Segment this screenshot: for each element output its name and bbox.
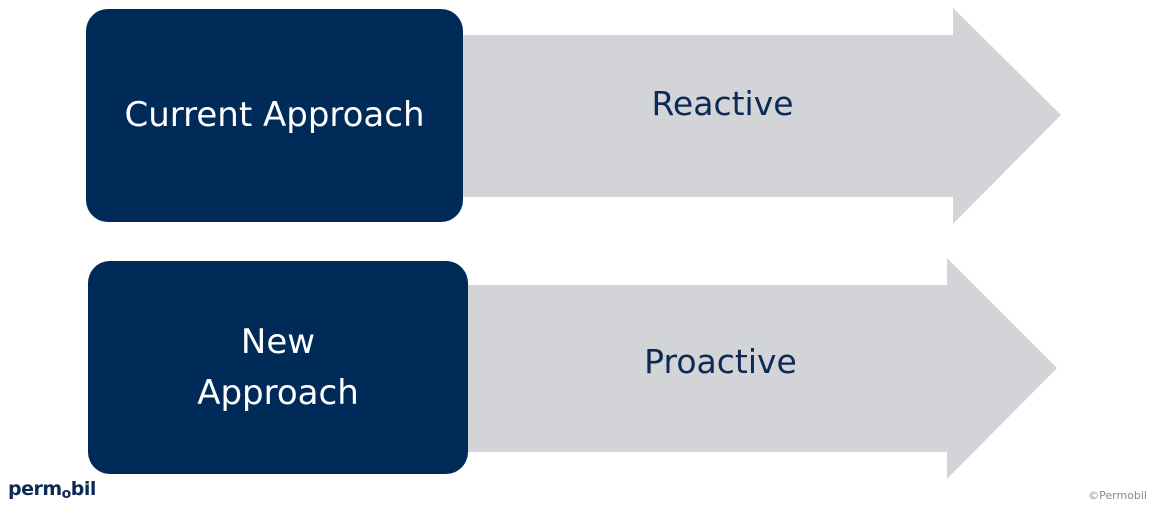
arrow-shape [440, 8, 1061, 224]
arrow-reactive [440, 8, 1065, 226]
logo-text-part: o [61, 486, 72, 502]
copyright-text: ©Permobil [1088, 489, 1147, 502]
new-approach-box: New Approach [88, 261, 468, 474]
current-approach-label: Current Approach [124, 95, 425, 135]
arrow-label-reactive: Reactive [651, 84, 794, 123]
arrow-shape [440, 258, 1057, 479]
new-approach-label-line1: New [240, 321, 316, 362]
arrow-label-proactive: Proactive [644, 342, 797, 381]
permobil-logo: permobil [8, 478, 96, 502]
new-approach-label-line2: Approach [197, 372, 359, 413]
current-approach-box: Current Approach [86, 9, 463, 222]
logo-text-part: perm [8, 478, 62, 500]
logo-text-part: bil [70, 478, 97, 500]
arrow-proactive [440, 258, 1060, 480]
